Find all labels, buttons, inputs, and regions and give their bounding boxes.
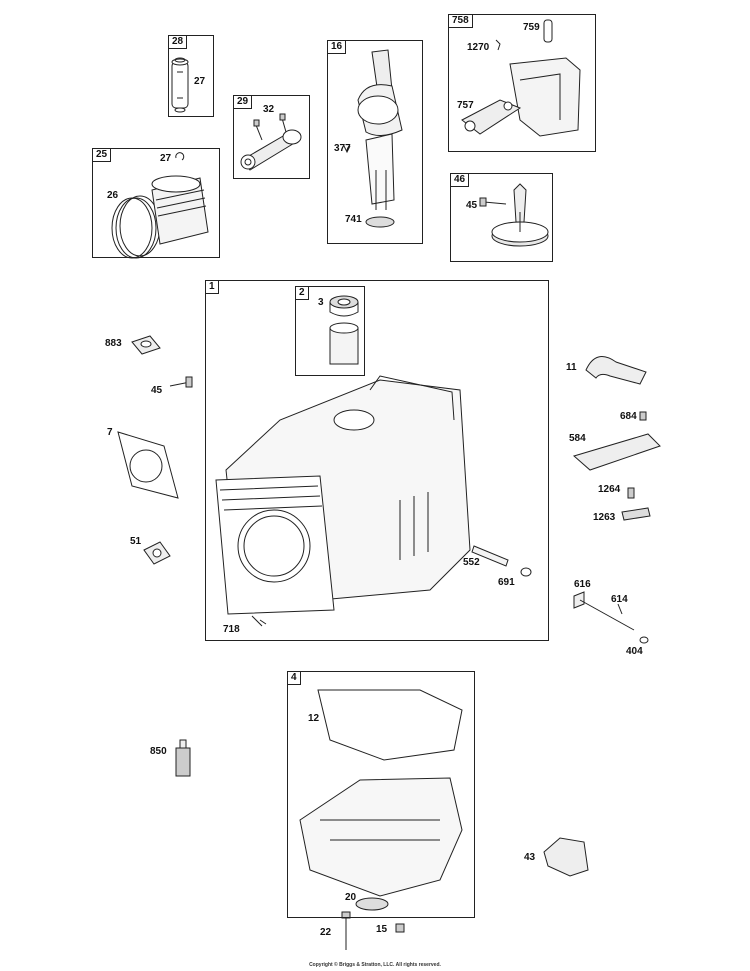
callout-15: 15 bbox=[376, 924, 388, 935]
callout-1263: 1263 bbox=[593, 512, 616, 523]
box-29: 29 bbox=[233, 95, 310, 179]
sump-part bbox=[300, 690, 462, 950]
crankshaft-part bbox=[344, 50, 402, 227]
box-16-tag: 16 bbox=[327, 40, 347, 54]
callout-1270: 1270 bbox=[467, 42, 490, 53]
box-16: 16 bbox=[327, 40, 423, 244]
callout-614: 614 bbox=[611, 594, 628, 605]
box-28: 28 bbox=[168, 35, 214, 117]
callout-684: 684 bbox=[620, 411, 637, 422]
cover-584-part bbox=[574, 412, 660, 470]
box-25-tag: 25 bbox=[92, 148, 112, 162]
bushing-part bbox=[330, 296, 358, 364]
box-4: 4 bbox=[287, 671, 475, 918]
callout-759: 759 bbox=[523, 22, 540, 33]
box-758-tag: 758 bbox=[448, 14, 473, 28]
tube-11-part bbox=[586, 357, 646, 384]
callout-26: 26 bbox=[107, 190, 119, 201]
governor-43-part bbox=[544, 838, 588, 876]
callout-883: 883 bbox=[105, 338, 122, 349]
box-1-tag: 1 bbox=[205, 280, 219, 294]
box-29-tag: 29 bbox=[233, 95, 253, 109]
copyright-notice: Copyright © Briggs & Stratton, LLC. All … bbox=[309, 962, 441, 968]
camshaft-part bbox=[480, 184, 548, 246]
callout-27b: 27 bbox=[160, 153, 172, 164]
callout-1264: 1264 bbox=[598, 484, 621, 495]
screw-part bbox=[170, 377, 192, 387]
box-1: 1 bbox=[205, 280, 549, 641]
breather-part bbox=[132, 336, 160, 354]
sealant-tube-part bbox=[176, 740, 190, 776]
callout-45a: 45 bbox=[466, 200, 478, 211]
piston-rings-part bbox=[112, 153, 208, 258]
callout-616: 616 bbox=[574, 579, 591, 590]
gasket-51-part bbox=[144, 542, 170, 564]
callout-584: 584 bbox=[569, 433, 586, 444]
box-46: 46 bbox=[450, 173, 553, 262]
box-758: 758 bbox=[448, 14, 596, 152]
callout-32: 32 bbox=[263, 104, 275, 115]
callout-741: 741 bbox=[345, 214, 362, 225]
callout-3: 3 bbox=[318, 297, 324, 308]
box-2: 2 bbox=[295, 286, 365, 376]
callout-552: 552 bbox=[463, 557, 480, 568]
box-28-tag: 28 bbox=[168, 35, 188, 49]
callout-45b: 45 bbox=[151, 385, 163, 396]
lever-616-part bbox=[574, 592, 648, 643]
governor-bracket-part bbox=[462, 20, 580, 136]
callout-718: 718 bbox=[223, 624, 240, 635]
cylinder-block-part bbox=[216, 376, 470, 626]
callout-7: 7 bbox=[107, 427, 113, 438]
dipstick-tube-part bbox=[472, 546, 531, 576]
callout-51: 51 bbox=[130, 536, 142, 547]
box-2-tag: 2 bbox=[295, 286, 309, 300]
connecting-rod-part bbox=[241, 114, 301, 170]
callout-404: 404 bbox=[626, 646, 643, 657]
box-25: 25 bbox=[92, 148, 220, 258]
bracket-1263-part bbox=[622, 488, 650, 520]
piston-pin-part bbox=[172, 58, 188, 112]
callout-11: 11 bbox=[566, 362, 577, 373]
callout-27a: 27 bbox=[194, 76, 206, 87]
callout-757: 757 bbox=[457, 100, 474, 111]
callout-12: 12 bbox=[308, 713, 320, 724]
box-46-tag: 46 bbox=[450, 173, 470, 187]
head-gasket-part bbox=[118, 432, 178, 498]
callout-22: 22 bbox=[320, 927, 332, 938]
callout-43: 43 bbox=[524, 852, 536, 863]
box-4-tag: 4 bbox=[287, 671, 301, 685]
callout-691: 691 bbox=[498, 577, 515, 588]
callout-377: 377 bbox=[334, 143, 351, 154]
callout-20: 20 bbox=[345, 892, 357, 903]
callout-850: 850 bbox=[150, 746, 167, 757]
